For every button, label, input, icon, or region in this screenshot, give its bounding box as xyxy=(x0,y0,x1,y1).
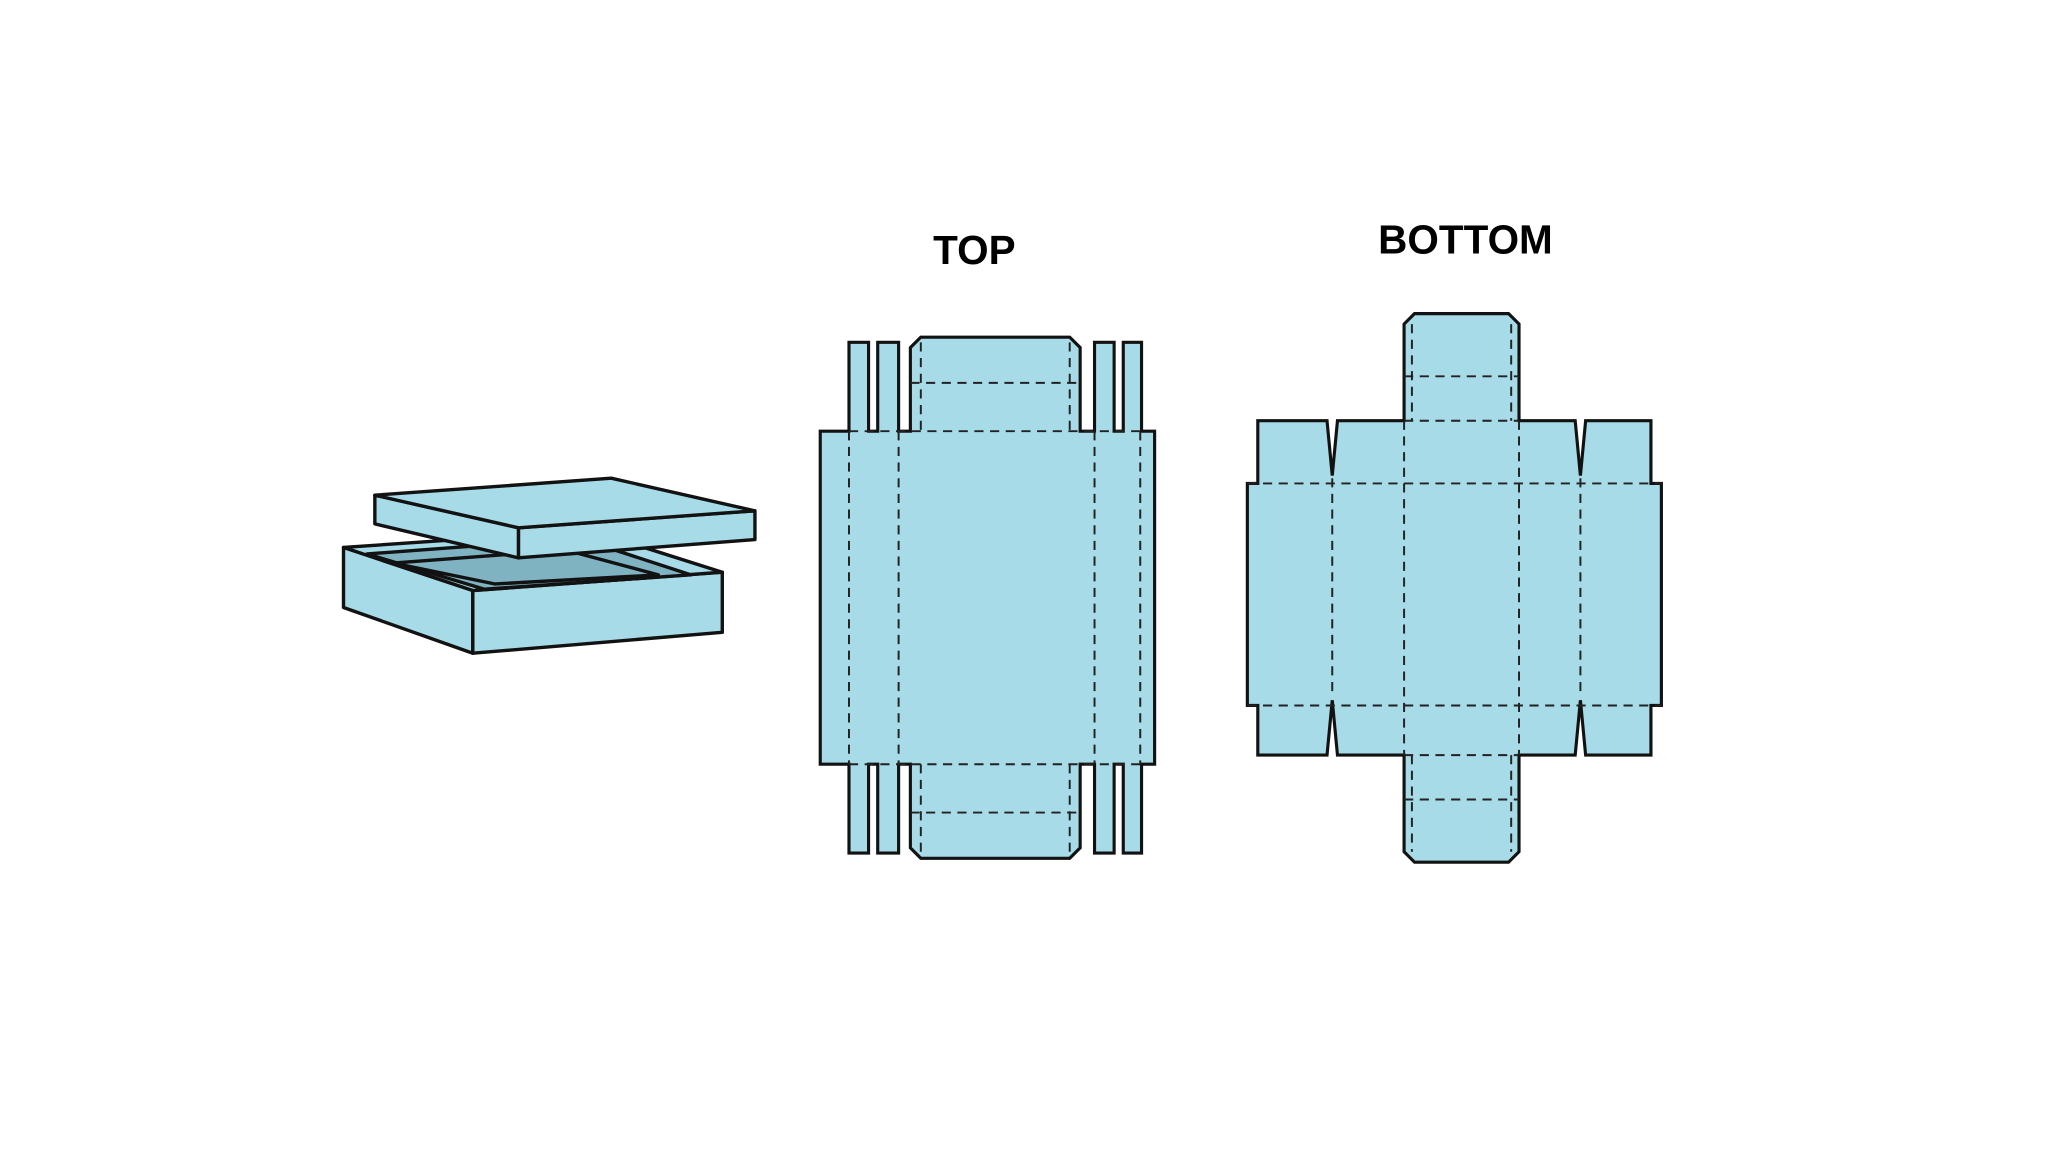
top-dieline xyxy=(818,335,1157,860)
top-dieline-fold-lines xyxy=(847,342,1142,854)
bottom-dieline xyxy=(1245,312,1663,864)
bottom-dieline-outline xyxy=(1245,312,1663,864)
box-3d-illustration xyxy=(341,476,757,655)
top-dieline-outline xyxy=(818,335,1157,860)
bottom-dieline-label: BOTTOM xyxy=(1378,217,1553,263)
lid-top-face xyxy=(373,476,757,530)
top-dieline-label: TOP xyxy=(933,227,1015,273)
bottom-dieline-fold-lines xyxy=(1247,324,1662,852)
